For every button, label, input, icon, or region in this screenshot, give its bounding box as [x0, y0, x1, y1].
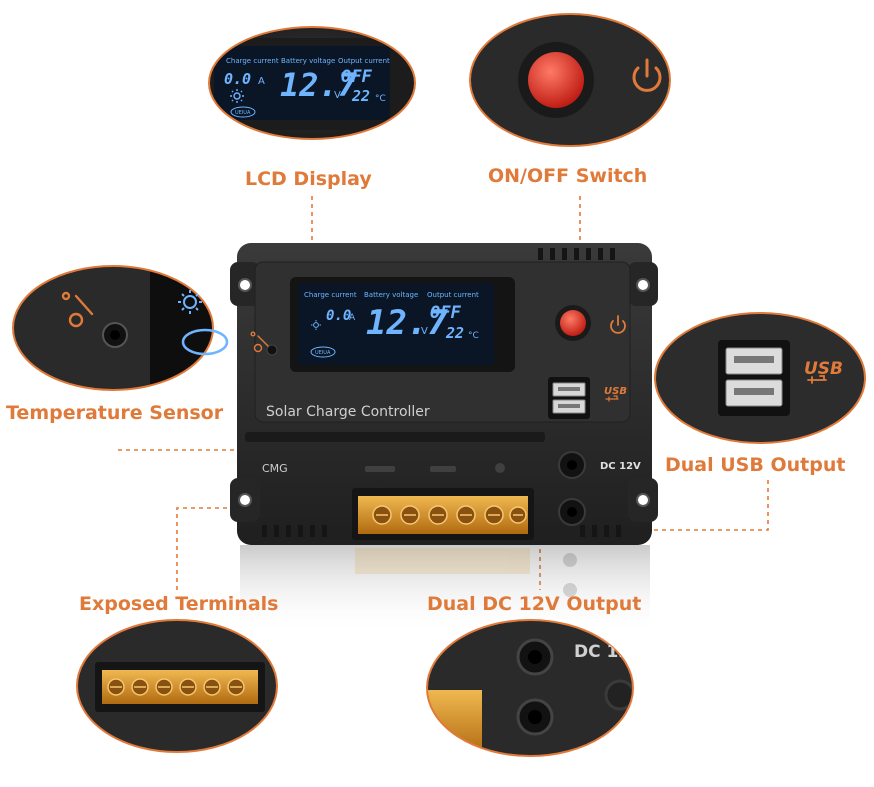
lcd-charge-current-label: Charge current — [226, 57, 279, 65]
charge-controller — [230, 243, 658, 635]
zoom-usb-label: USB — [804, 359, 843, 379]
device-name: Solar Charge Controller — [266, 404, 430, 420]
lcd-output-status: OFF — [341, 67, 372, 87]
lcd-charge-unit: A — [349, 313, 356, 323]
brand-mark-zoom — [181, 328, 229, 356]
lcd-battery-unit: V — [421, 326, 428, 337]
power-icon — [632, 58, 662, 92]
lcd-zoom-bubble — [208, 26, 416, 140]
lcd-temperature: 22 — [445, 324, 464, 342]
lcd-output-current-label: Output current — [427, 291, 479, 299]
lcd-battery-value: 12.7 — [366, 303, 448, 343]
temperature-zoom-bubble — [12, 265, 214, 391]
sun-icon — [311, 320, 321, 330]
label-temperature-sensor: Temperature Sensor — [6, 402, 224, 424]
lcd-brand: UEIUA — [235, 110, 251, 116]
lcd-device-readout: Charge current Battery voltage Output cu… — [304, 291, 479, 358]
lcd-output-status: OFF — [430, 303, 461, 323]
lcd-temperature-unit: °C — [468, 331, 479, 341]
lcd-zoom-readout: Charge current Battery voltage Output cu… — [224, 57, 390, 118]
usb-icon — [605, 395, 619, 402]
label-lcd-display: LCD Display — [245, 168, 372, 190]
terminal-zoom-bubble — [76, 619, 278, 753]
thermometer-icon — [61, 291, 94, 328]
dc-zoom-bubble — [426, 619, 634, 757]
lcd-battery-unit: V — [334, 90, 341, 101]
sun-icon — [230, 89, 244, 103]
label-on-off-switch: ON/OFF Switch — [488, 165, 648, 187]
device-brand-mark: CMG — [262, 462, 288, 475]
lcd-charge-value: 0.0 — [224, 70, 251, 88]
device-usb-label: USB — [604, 386, 627, 397]
switch-zoom-bubble — [469, 13, 671, 147]
label-dual-usb-output: Dual USB Output — [665, 454, 846, 476]
lcd-temperature: 22 — [351, 87, 370, 105]
device-dc-label: DC 12V — [600, 461, 641, 472]
usb-zoom-bubble — [654, 312, 866, 444]
lcd-charge-unit: A — [258, 76, 265, 87]
lcd-battery-voltage-label: Battery voltage — [364, 291, 418, 299]
power-icon — [610, 315, 626, 334]
lcd-temperature-unit: °C — [375, 94, 386, 104]
lcd-charge-value: 0.0 — [326, 308, 351, 324]
sun-icon — [178, 290, 202, 314]
label-exposed-terminals: Exposed Terminals — [79, 593, 279, 615]
label-dual-dc-output: Dual DC 12V Output — [427, 593, 642, 615]
thermometer-icon — [250, 331, 269, 353]
lcd-battery-value: 12.7 — [280, 66, 358, 104]
lcd-charge-current-label: Charge current — [304, 291, 357, 299]
lcd-output-current-label: Output current — [338, 57, 390, 65]
lcd-battery-voltage-label: Battery voltage — [281, 57, 335, 65]
usb-icon — [807, 375, 827, 384]
lcd-brand: UEIUA — [315, 350, 331, 356]
zoom-dc-label: DC 12V — [574, 642, 644, 662]
